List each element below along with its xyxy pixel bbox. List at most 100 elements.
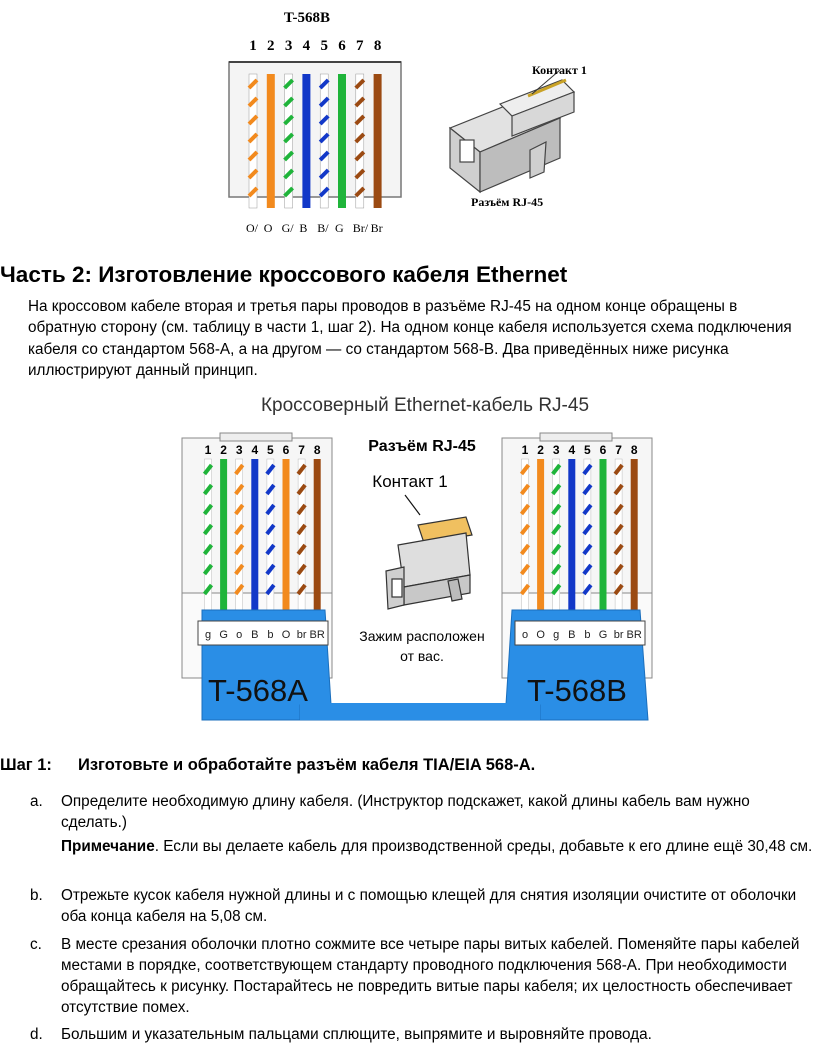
wire-4 [251,459,259,611]
wire-stripe [234,583,245,596]
wire-stripe [582,543,593,556]
wire-code: B [251,629,258,641]
wire-stripe [613,523,624,536]
wire-stripe [613,583,624,596]
wire-code: br [297,629,307,641]
pin-number-3: 3 [285,38,293,54]
left-code-strip [197,620,329,646]
wire-stripe [265,583,276,596]
wire-stripe [234,463,245,476]
center-contact-label: Контакт 1 [372,472,447,491]
t568b-title: T-568B [284,10,330,26]
wire-stripe [318,186,330,198]
wire-stripe [265,483,276,496]
wire-stripe [519,583,531,596]
wire-code: o [236,629,242,641]
wire-stripe [202,563,214,576]
wire-stripe [519,503,531,516]
wire-stripe [247,78,259,90]
pin-number-6: 6 [600,443,607,457]
wire-stripe [318,168,330,180]
item-text: Большим и указательным пальцами сплющите… [61,1026,652,1043]
wire-stripe [318,150,330,162]
wire-stripe [613,503,624,516]
wire-code: g [553,629,559,641]
wire-stripe [265,503,276,516]
wire-stripe [283,114,295,126]
note-paragraph: Примечание. Если вы делаете кабель для п… [61,836,813,857]
t568b-wires [247,73,382,209]
wire-4 [302,74,311,208]
wire-stripe [234,503,245,516]
list-item: c. В месте срезания оболочки плотно сожм… [30,934,810,1018]
wire-stripe [247,168,259,180]
wire-stripe [296,483,307,496]
wire-stripe [265,543,276,556]
wire-stripe [519,543,531,556]
wire-stripe [202,463,214,476]
wire-label: G/ [282,221,295,235]
wire-code: o [522,629,528,641]
wire-stripe [582,563,593,576]
wire-stripe [354,96,366,108]
wire-stripe [318,78,330,90]
step-number: Шаг 1: [0,756,52,774]
wire-label: B [299,221,307,235]
left-standard-label: T-568A [208,673,308,708]
wire-stripe [582,483,593,496]
wire-stripe [354,132,366,144]
left-wires [202,458,321,612]
pin-number-5: 5 [267,443,274,457]
wire-stripe [234,483,245,496]
right-standard-label: T-568B [527,673,627,708]
wire-stripe [318,132,330,144]
wire-stripe [318,96,330,108]
wire-label: O/ [246,221,259,235]
wire-8 [373,74,382,208]
pin-number-6: 6 [283,443,290,457]
pin-number-3: 3 [553,443,560,457]
wire-stripe [283,132,295,144]
wire-stripe [354,168,366,180]
item-marker: c. [30,936,42,953]
wire-stripe [582,583,593,596]
wire-stripe [582,523,593,536]
wire-stripe [296,543,307,556]
wire-stripe [551,523,562,536]
pin-number-8: 8 [314,443,321,457]
wire-stripe [354,114,366,126]
note-text: . Если вы делаете кабель для производств… [154,838,813,855]
t568b-jack-body [228,61,402,198]
pin-number-5: 5 [320,38,328,54]
wire-stripe [283,96,295,108]
wire-label: Br/ [353,221,369,235]
wire-stripe [265,463,276,476]
wire-stripe [519,483,531,496]
wire-stripe [247,114,259,126]
item-text: Отрежьте кусок кабеля нужной длины и с п… [61,887,797,925]
pin-number-1: 1 [249,38,257,54]
wire-stripe [296,463,307,476]
wire-6 [338,74,346,208]
note-label: Примечание [61,838,155,855]
pin-number-6: 6 [338,38,346,54]
wire-stripe [247,96,259,108]
wire-stripe [354,186,366,198]
item-text: В месте срезания оболочки плотно сожмите… [61,936,800,1016]
pin-number-4: 4 [251,443,258,457]
wire-stripe [318,114,330,126]
step-title: Изготовьте и обработайте разъём кабеля T… [78,756,536,774]
wire-stripe [247,132,259,144]
cable-link [300,703,540,720]
wire-label: B/ [317,221,329,235]
wire-stripe [296,503,307,516]
pin-number-2: 2 [267,38,275,54]
pin-number-4: 4 [303,38,311,54]
wire-stripe [296,583,307,596]
pin-number-8: 8 [631,443,638,457]
